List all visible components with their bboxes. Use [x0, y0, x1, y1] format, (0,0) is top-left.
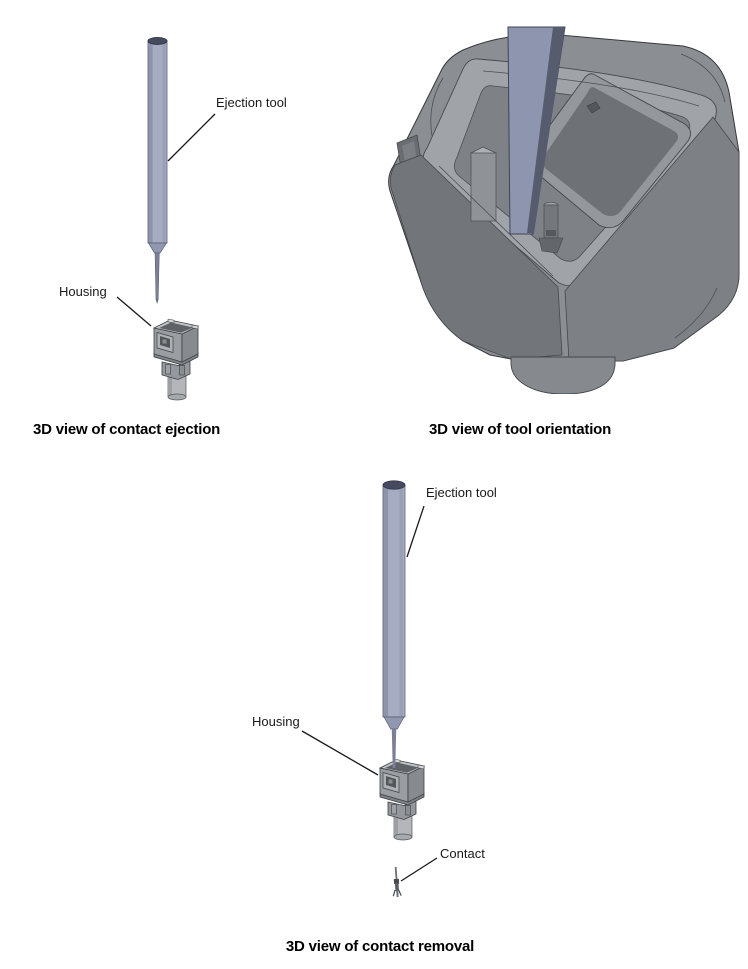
leader-ejection-tool: [167, 113, 216, 162]
tool-pin: [391, 729, 397, 768]
label-contact: Contact: [440, 846, 485, 861]
shell-front-face-right: [564, 116, 740, 362]
caption-tool-orientation: 3D view of tool orientation: [429, 421, 612, 438]
leader-contact: [400, 857, 438, 882]
tool-shaft-edge: [399, 485, 403, 717]
label-housing: Housing: [59, 284, 107, 299]
figure-contact-ejection: Ejection tool Housing: [30, 20, 370, 410]
contact-barrel: [393, 878, 400, 885]
tool-top-cap: [382, 480, 406, 490]
tool-pin: [154, 252, 160, 301]
tool-shaft-shade: [383, 485, 389, 717]
facet-line: [430, 77, 444, 137]
figure-contact-removal: Ejection tool Housing Contact: [230, 455, 530, 925]
label-ejection-tool: Ejection tool: [426, 485, 497, 500]
contact-body: [394, 882, 400, 892]
contact-tip: [396, 889, 399, 897]
label-ejection-tool: Ejection tool: [216, 95, 287, 110]
tool-taper: [147, 242, 168, 254]
tool-top-cap: [147, 36, 168, 45]
cavity-latch-hook: [586, 101, 601, 114]
contact-wire: [394, 866, 398, 882]
caption-contact-removal: 3D view of contact removal: [285, 938, 475, 955]
cavity-box-inner: [541, 87, 679, 217]
facet-line: [438, 165, 554, 277]
tool-taper: [383, 716, 405, 730]
tool-pin-tip: [156, 300, 159, 304]
tool-shaft-shade: [148, 41, 153, 243]
leader-housing: [301, 730, 379, 776]
shell-bottom-boss: [510, 356, 616, 394]
figure-tool-orientation: [383, 24, 741, 394]
ejection-tool-3d: [147, 36, 168, 304]
ejection-tool-3d: [382, 480, 406, 730]
cavity-post: [470, 152, 497, 222]
ejected-contact: [392, 866, 402, 897]
contact-removal-drawing: [301, 480, 438, 897]
tool-shaft-edge: [162, 41, 166, 243]
contact-ejection-drawing: [116, 36, 216, 401]
leader-housing: [116, 296, 152, 327]
contact-pin-detail: [546, 230, 556, 236]
shell-front-face-left: [390, 154, 563, 360]
contact-pin-clip: [538, 237, 564, 254]
tool-orientation-drawing: [388, 26, 740, 394]
tool-blade-edge: [527, 27, 565, 233]
caption-contact-ejection: 3D view of contact ejection: [33, 421, 221, 438]
housing-3d: [379, 758, 425, 841]
label-housing: Housing: [252, 714, 300, 729]
leader-ejection-tool: [406, 505, 425, 558]
facet-line: [674, 287, 718, 339]
contact-legs: [392, 889, 402, 897]
facet-line: [680, 53, 726, 103]
housing-3d: [153, 318, 199, 401]
